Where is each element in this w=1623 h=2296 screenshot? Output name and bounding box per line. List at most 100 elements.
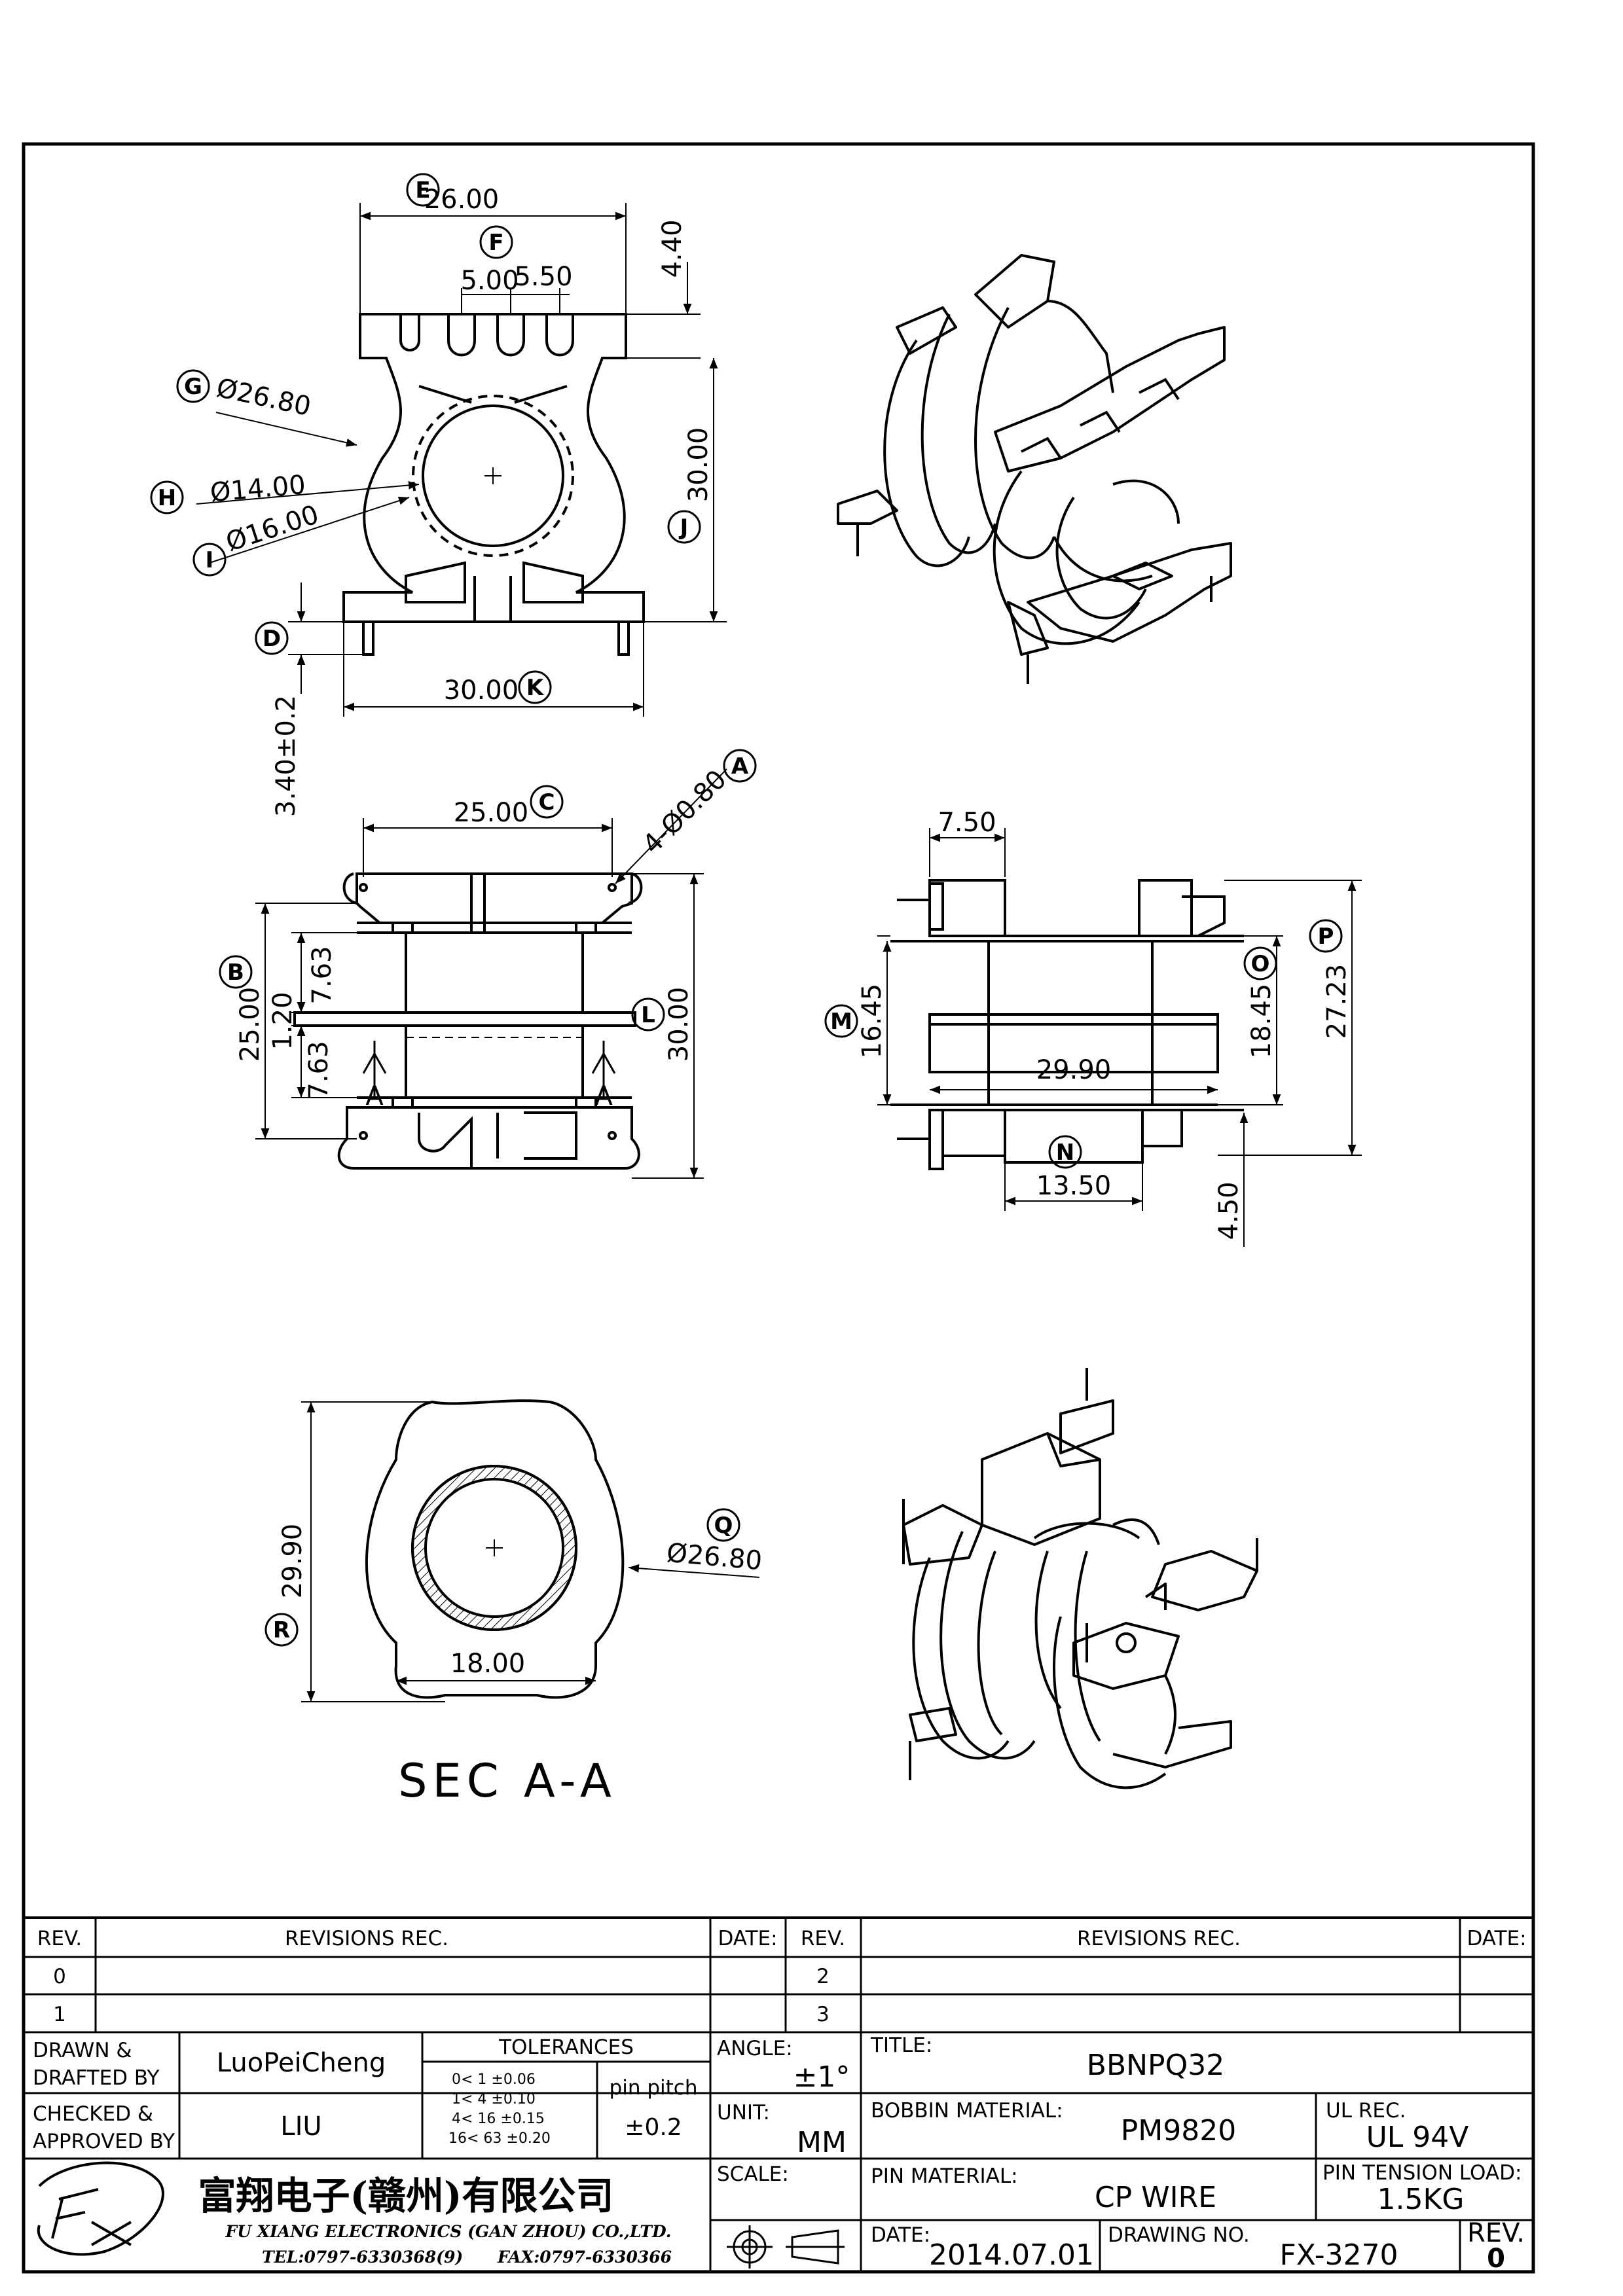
- svg-text:Q: Q: [714, 1513, 733, 1539]
- label-i: I: [192, 543, 227, 577]
- svg-text:E: E: [415, 177, 430, 204]
- angle-label: ANGLE:: [717, 2037, 793, 2060]
- dim-top-height: 4.40: [657, 219, 687, 278]
- svg-text:B: B: [227, 960, 244, 986]
- dim-inner-height: 18.45: [1247, 984, 1277, 1059]
- label-b: B: [219, 955, 253, 989]
- svg-text:F: F: [488, 230, 503, 256]
- tolerances-header: TOLERANCES: [498, 2036, 634, 2059]
- dim-section-bottom-width: 18.00: [450, 1649, 526, 1679]
- drawn-label-1: DRAWN &: [33, 2039, 132, 2062]
- drawing-no-label: DRAWING NO.: [1108, 2223, 1250, 2247]
- rev-row-1: 1: [53, 2003, 66, 2026]
- right-view-core: [928, 1013, 1219, 1073]
- front-view: [196, 203, 727, 717]
- label-k: K: [518, 670, 552, 704]
- svg-text:H: H: [158, 485, 176, 511]
- pin-pitch-label: pin pitch: [610, 2076, 698, 2100]
- title-block-text: REV. REVISIONS REC. DATE: REV. REVISIONS…: [33, 1927, 1527, 2274]
- dim-base-width: 30.00: [444, 675, 519, 706]
- dim-core-height: 16.45: [857, 984, 887, 1059]
- dim-bottom-width: 13.50: [1036, 1171, 1112, 1201]
- pin-material-value: CP WIRE: [1095, 2181, 1216, 2214]
- date-label: DATE:: [871, 2223, 930, 2247]
- ul-value: UL 94V: [1366, 2121, 1469, 2154]
- mid-dia-dashed: [412, 395, 574, 557]
- label-o: O: [1243, 946, 1277, 980]
- svg-text:A: A: [731, 753, 749, 780]
- revisions-header-right: REVISIONS REC.: [1077, 1927, 1241, 1950]
- svg-text:M: M: [830, 1009, 852, 1035]
- label-q: Q: [706, 1508, 740, 1542]
- dim-pin-dia: 4-Ø0.80: [637, 764, 733, 860]
- section-view: [301, 1399, 760, 1702]
- ul-label: UL REC.: [1326, 2099, 1406, 2123]
- checked-value: LIU: [280, 2111, 321, 2142]
- dim-bottom-offset: 4.50: [1214, 1181, 1244, 1240]
- dim-section-height: 29.90: [278, 1524, 308, 1599]
- tolerance-row-1: 0< 1 ±0.06: [452, 2072, 536, 2088]
- title-block: [24, 1916, 1533, 2272]
- core-hole: [422, 404, 564, 547]
- pin-material-label: PIN MATERIAL:: [871, 2164, 1018, 2188]
- drawn-value: LuoPeiCheng: [217, 2048, 386, 2078]
- projection-symbol: [727, 2225, 845, 2269]
- pin-tension-value: 1.5KG: [1377, 2183, 1465, 2216]
- bobbin-label: BOBBIN MATERIAL:: [871, 2099, 1063, 2123]
- svg-text:D: D: [263, 626, 281, 652]
- pin-tension-label: PIN TENSION LOAD:: [1322, 2161, 1522, 2185]
- title-label: TITLE:: [870, 2034, 932, 2057]
- side-view-center-flange: [293, 1011, 636, 1027]
- dim-flange-thk: 1.20: [268, 992, 298, 1050]
- svg-text:R: R: [273, 1617, 290, 1643]
- tolerance-row-3: 4< 16 ±0.15: [452, 2111, 545, 2127]
- label-l: L: [631, 997, 665, 1031]
- dim-mid-dia: Ø16.00: [222, 499, 322, 558]
- side-view-top-flange: [356, 872, 633, 924]
- label-c: C: [530, 785, 564, 819]
- dim-pin-length: 3.40±0.2: [271, 695, 301, 817]
- right-view-dims: 7.50 16.45 29.90 18.45 27.23 13.50 4.50 …: [824, 808, 1352, 1240]
- rev-header-left: REV.: [37, 1927, 82, 1950]
- side-view-bottom-flange: [337, 1106, 640, 1170]
- label-g: G: [176, 369, 210, 403]
- isometric-view-top: [837, 254, 1232, 684]
- section-view-dims: 29.90 Ø26.80 18.00 SEC A-A Q R: [264, 1508, 763, 1808]
- company-logo: [37, 2161, 164, 2256]
- rev-row-0: 0: [53, 1965, 66, 1988]
- dim-height-b: 25.00: [235, 987, 265, 1062]
- dim-section-outer-dia: Ø26.80: [665, 1538, 763, 1577]
- drawing-no-value: FX-3270: [1279, 2238, 1398, 2272]
- label-r: R: [264, 1613, 299, 1647]
- svg-text:J: J: [679, 514, 689, 541]
- side-view: [255, 768, 727, 1179]
- date-value: 2014.07.01: [929, 2238, 1094, 2272]
- company-name-cn: 富翔电子(赣州)有限公司: [198, 2174, 614, 2218]
- dim-pin-span: 25.00: [454, 798, 529, 828]
- angle-value: ±1°: [793, 2060, 850, 2094]
- tolerance-row-4: 16< 63 ±0.20: [448, 2130, 551, 2147]
- checked-label-2: APPROVED BY: [33, 2130, 175, 2153]
- date-header-left: DATE:: [718, 1927, 777, 1950]
- svg-text:C: C: [539, 789, 555, 816]
- section-mark-right: A: [594, 1081, 613, 1111]
- scale-label: SCALE:: [717, 2162, 789, 2186]
- section-title: SEC A-A: [398, 1754, 617, 1808]
- dim-flange-b: 7.63: [304, 1041, 334, 1099]
- dim-flange-a: 7.63: [307, 946, 337, 1004]
- dim-top-offset: 7.50: [938, 808, 996, 838]
- svg-text:N: N: [1056, 1139, 1074, 1166]
- revisions-header-left: REVISIONS REC.: [285, 1927, 448, 1950]
- unit-label: UNIT:: [717, 2101, 770, 2125]
- drawing-frame: [22, 142, 1535, 2274]
- company-tel: TEL:0797-6330368(9): [262, 2248, 463, 2267]
- svg-text:P: P: [1318, 924, 1334, 950]
- isometric-view-bottom: [902, 1368, 1258, 1789]
- dim-top-width: 26.00: [424, 185, 500, 215]
- label-p: P: [1309, 919, 1343, 953]
- label-n: N: [1048, 1135, 1082, 1169]
- unit-value: MM: [797, 2126, 847, 2159]
- label-h: H: [150, 480, 184, 514]
- svg-text:I: I: [206, 547, 214, 573]
- dim-slot-pitch: 5.50: [514, 262, 572, 292]
